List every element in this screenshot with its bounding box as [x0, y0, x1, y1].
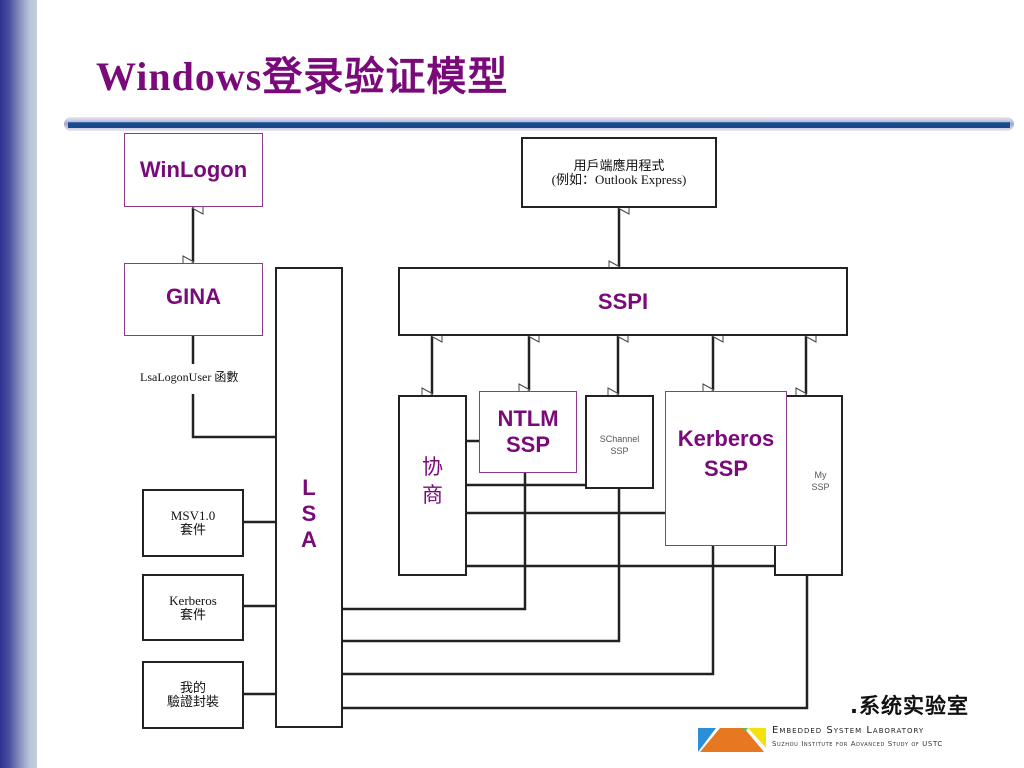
kerberos-package-box: Kerberos 套件	[142, 574, 244, 641]
lsa-letter-l: L	[302, 475, 316, 500]
line-lsalogonuser-lsa	[191, 394, 276, 439]
logo-shape	[700, 728, 764, 752]
lsa-letter-a: A	[301, 527, 317, 552]
lsalogonuser-label: LsaLogonUser 函數	[140, 370, 239, 384]
schannel-line1: SChannel	[599, 434, 640, 444]
line-myssp-lsa	[342, 575, 809, 710]
custom-pkg-line1: 我的	[179, 680, 206, 695]
sspi-box: SSPI	[398, 267, 848, 336]
my-ssp-line2: SSP	[811, 481, 830, 492]
custom-pkg-line2: 驗證封裝	[166, 694, 219, 709]
slide-title: Windows登录验证模型	[96, 54, 509, 99]
gina-label: GINA	[166, 283, 221, 309]
line-schannel-lsa	[342, 488, 621, 643]
logo-shape	[742, 728, 748, 732]
schannel-ssp-box: SChannel SSP	[585, 395, 654, 489]
logo-shape	[748, 728, 766, 748]
custom-package-box: 我的 驗證封裝	[142, 661, 244, 729]
winlogon-label: WinLogon	[139, 157, 248, 182]
my-ssp-line1: My	[814, 469, 827, 480]
title-divider	[68, 122, 1010, 128]
ntlm-line2: SSP	[505, 432, 551, 457]
ntlm-ssp-box: NTLM SSP	[479, 391, 577, 473]
kerberos-ssp-box: Kerberos SSP	[665, 391, 787, 546]
kerb-pkg-line1: Kerberos	[169, 592, 217, 608]
logo-shape	[698, 728, 716, 752]
lsa-box: L S A	[275, 267, 343, 728]
lab-logo-icon	[698, 728, 766, 752]
msv-line1: MSV1.0	[170, 508, 216, 523]
negotiate-char-2: 商	[422, 482, 443, 507]
sspi-label: SSPI	[597, 288, 649, 314]
kerb-pkg-line2: 套件	[179, 606, 206, 622]
schannel-line2: SSP	[610, 446, 629, 456]
winlogon-box: WinLogon	[124, 133, 263, 207]
kerberos-ssp-line1: Kerberos	[677, 425, 775, 451]
lab-institute: Suzhou Institute for Advanced Study of U…	[772, 740, 943, 748]
kerberos-ssp-line2: SSP	[703, 455, 749, 481]
slide-side-bar	[0, 0, 37, 768]
ntlm-line1: NTLM	[497, 406, 559, 431]
negotiate-char-1: 协	[422, 454, 443, 479]
msv-line2: 套件	[179, 522, 206, 537]
gina-box: GINA	[124, 263, 263, 336]
lsa-letter-s: S	[301, 501, 317, 526]
line-ntlm-lsa	[342, 472, 527, 611]
negotiate-box: 协 商	[398, 395, 467, 576]
msv-package-box: MSV1.0 套件	[142, 489, 244, 557]
lab-name-cn: .系统实验室	[850, 694, 969, 718]
client-app-line2: (例如：Outlook Express)	[551, 171, 687, 187]
line-kerberos-lsa	[342, 545, 715, 676]
client-app-box: 用戶端應用程式 (例如：Outlook Express)	[521, 137, 717, 208]
lab-name-en: Embedded System Laboratory	[772, 725, 925, 736]
client-app-line1: 用戶端應用程式	[573, 157, 665, 173]
